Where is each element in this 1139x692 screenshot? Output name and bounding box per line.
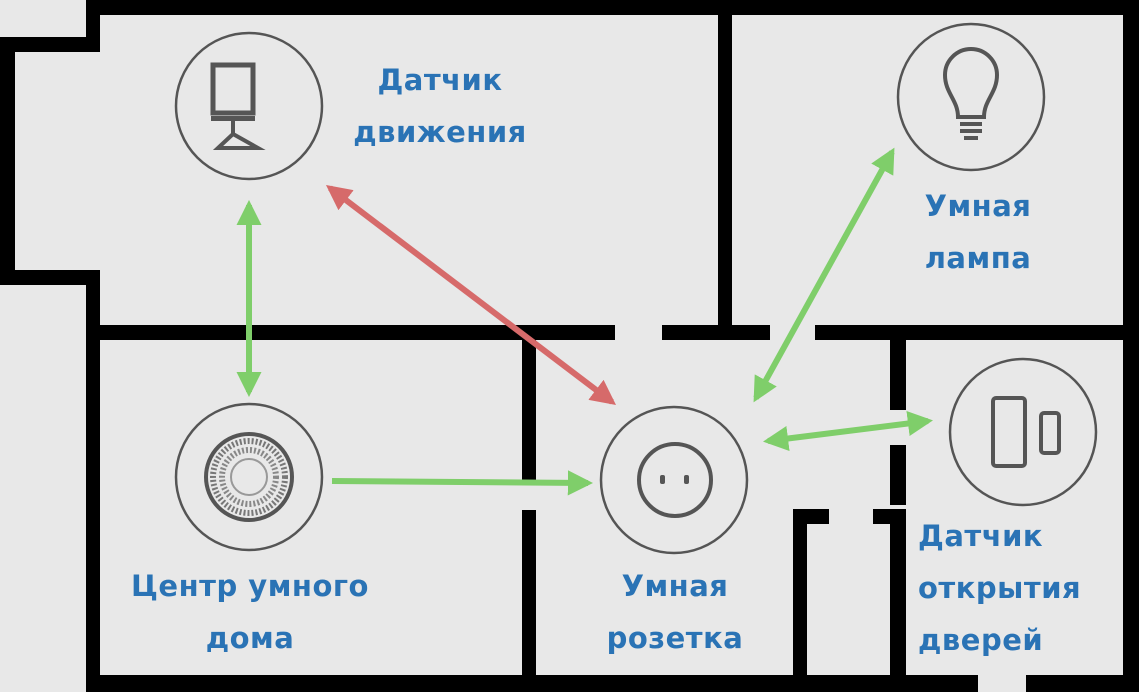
link-lamp-socket <box>753 147 895 403</box>
motion-sensor-icon <box>210 62 266 150</box>
label-smart-hub: Центр умного дома <box>105 560 395 664</box>
hub-icon <box>204 432 294 522</box>
label-line: открытия <box>918 571 1082 605</box>
link-door-socket <box>762 410 934 452</box>
label-line: розетка <box>606 621 744 655</box>
label-door-sensor: Датчик открытия дверей <box>918 510 1118 666</box>
label-line: Датчик <box>918 519 1044 553</box>
label-line: лампа <box>924 241 1032 275</box>
device-motion[interactable] <box>174 31 324 181</box>
link-hub-socket <box>331 470 594 496</box>
light-bulb-icon <box>942 47 1000 140</box>
label-line: дверей <box>918 623 1044 657</box>
socket-icon <box>637 442 713 518</box>
label-line: Датчик <box>377 63 503 97</box>
label-line: Умная <box>621 569 729 603</box>
door-sensor-icon <box>991 396 1061 468</box>
label-line: Центр умного <box>131 569 369 603</box>
device-door[interactable] <box>948 357 1098 507</box>
label-smart-lamp: Умная лампа <box>888 180 1068 284</box>
label-smart-socket: Умная розетка <box>580 560 770 664</box>
device-lamp[interactable] <box>896 22 1046 172</box>
label-line: Умная <box>924 189 1032 223</box>
link-motion-socket <box>325 184 617 406</box>
label-line: движения <box>353 115 527 149</box>
label-motion-sensor: Датчик движения <box>330 54 550 158</box>
links <box>236 147 934 496</box>
device-socket[interactable] <box>599 405 749 555</box>
device-hub[interactable] <box>174 402 324 552</box>
label-line: дома <box>205 621 295 655</box>
